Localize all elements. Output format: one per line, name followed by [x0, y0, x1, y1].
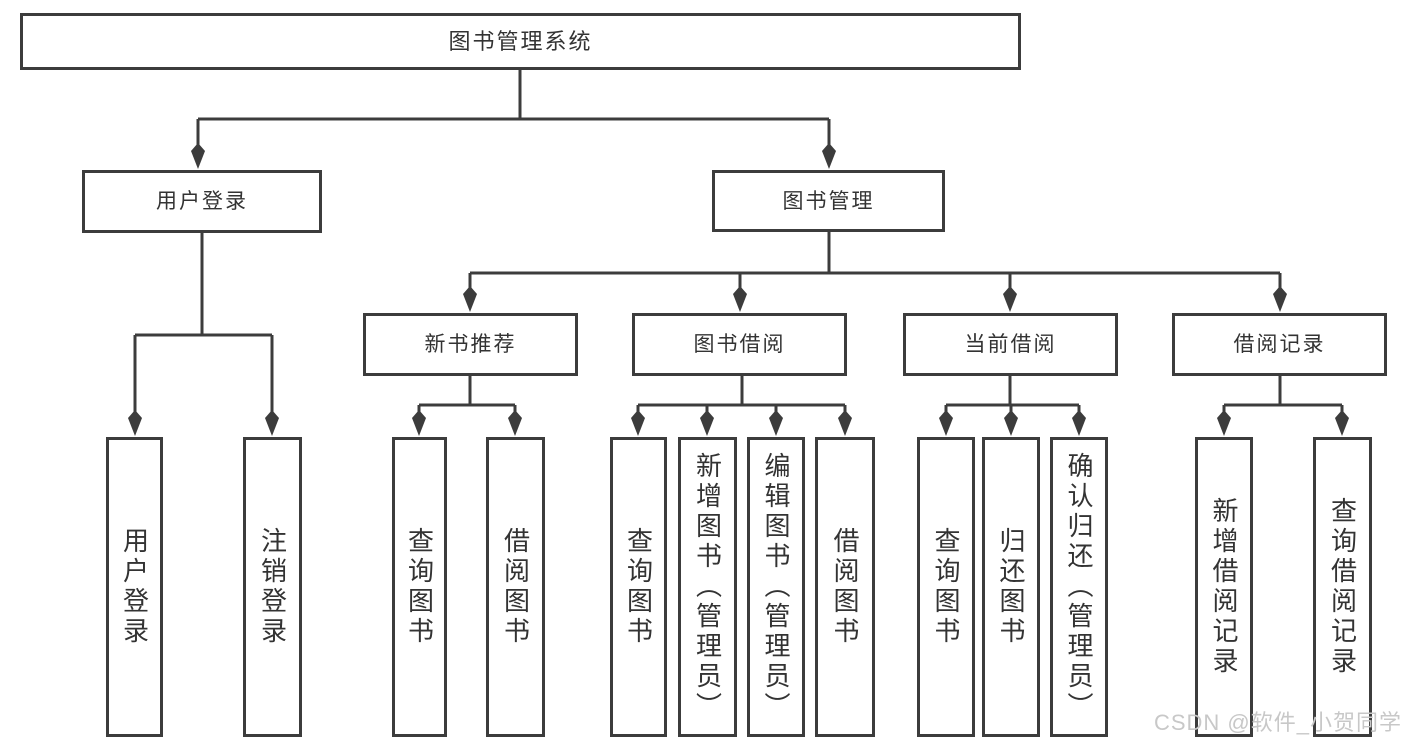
arrowhead — [1003, 286, 1017, 312]
arrowhead — [631, 410, 645, 436]
node-user-login: 用户登录 — [82, 170, 322, 233]
leaf-add-borrow-record-label: 新增借阅记录 — [1209, 497, 1239, 677]
leaf-edit-book-admin: 编辑图书（管理员） — [747, 437, 805, 737]
arrowhead — [700, 410, 714, 436]
node-new-book-recommend-label: 新书推荐 — [424, 333, 517, 356]
leaf-borrow-book-recommend-label: 借阅图书 — [500, 527, 531, 647]
leaf-query-book-recommend-label: 查询图书 — [404, 527, 435, 647]
leaf-query-book-current: 查询图书 — [917, 437, 975, 737]
connector-borrow-record-children — [1222, 376, 1344, 418]
arrowhead — [265, 410, 279, 436]
leaf-confirm-return-admin: 确认归还（管理员） — [1050, 437, 1108, 737]
arrowhead — [733, 286, 747, 312]
connector-user-login-children — [133, 233, 274, 418]
arrowhead — [508, 410, 522, 436]
leaf-logout-label: 注销登录 — [257, 527, 288, 647]
leaf-borrow-book-recommend: 借阅图书 — [486, 437, 545, 737]
leaf-edit-book-admin-label: 编辑图书（管理员） — [761, 452, 791, 722]
connector-root-to-level2 — [196, 70, 831, 150]
arrowhead — [939, 410, 953, 436]
arrowhead — [128, 410, 142, 436]
leaf-query-book-borrow: 查询图书 — [610, 437, 667, 737]
leaf-return-book: 归还图书 — [982, 437, 1040, 737]
arrowhead — [838, 410, 852, 436]
leaf-add-book-admin: 新增图书（管理员） — [678, 437, 737, 737]
node-book-management: 图书管理 — [712, 170, 945, 232]
arrowhead — [769, 410, 783, 436]
arrowhead — [412, 410, 426, 436]
leaf-query-borrow-record-label: 查询借阅记录 — [1327, 497, 1358, 677]
node-current-borrow-label: 当前借阅 — [964, 333, 1057, 356]
arrowhead — [822, 143, 836, 169]
leaf-confirm-return-admin-label: 确认归还（管理员） — [1064, 452, 1094, 722]
connector-book-borrow-children — [636, 376, 847, 418]
leaf-borrow-book: 借阅图书 — [815, 437, 875, 737]
leaf-borrow-book-label: 借阅图书 — [830, 527, 860, 647]
arrowhead — [1072, 410, 1086, 436]
node-root-label: 图书管理系统 — [448, 28, 593, 54]
arrowhead — [191, 143, 205, 169]
watermark: CSDN @软件_小贺同学 — [1153, 710, 1402, 735]
leaf-user-login-label: 用户登录 — [119, 527, 150, 647]
leaf-add-book-admin-label: 新增图书（管理员） — [692, 452, 723, 722]
node-book-borrow-label: 图书借阅 — [693, 333, 786, 356]
node-book-borrow: 图书借阅 — [632, 313, 847, 376]
leaf-add-borrow-record: 新增借阅记录 — [1195, 437, 1253, 737]
node-book-management-label: 图书管理 — [782, 189, 875, 213]
arrowhead — [1335, 410, 1349, 436]
arrowhead — [463, 286, 477, 312]
leaf-user-login: 用户登录 — [106, 437, 163, 737]
leaf-return-book-label: 归还图书 — [996, 527, 1026, 647]
leaf-logout: 注销登录 — [243, 437, 302, 737]
node-borrow-record: 借阅记录 — [1172, 313, 1387, 376]
connector-current-borrow-children — [944, 376, 1081, 418]
node-borrow-record-label: 借阅记录 — [1233, 333, 1326, 356]
arrowhead — [1273, 286, 1287, 312]
leaf-query-book-borrow-label: 查询图书 — [623, 527, 654, 647]
arrowhead — [1004, 410, 1018, 436]
connector-book-management-children — [468, 232, 1282, 293]
leaf-query-book-current-label: 查询图书 — [931, 527, 961, 647]
leaf-query-borrow-record: 查询借阅记录 — [1313, 437, 1372, 737]
node-user-login-label: 用户登录 — [156, 190, 248, 213]
node-current-borrow: 当前借阅 — [903, 313, 1118, 376]
node-root: 图书管理系统 — [20, 13, 1021, 70]
connector-new-book-recommend-children — [417, 376, 517, 418]
node-new-book-recommend: 新书推荐 — [363, 313, 578, 376]
arrowheads — [128, 143, 1349, 436]
leaf-query-book-recommend: 查询图书 — [392, 437, 447, 737]
arrowhead — [1217, 410, 1231, 436]
